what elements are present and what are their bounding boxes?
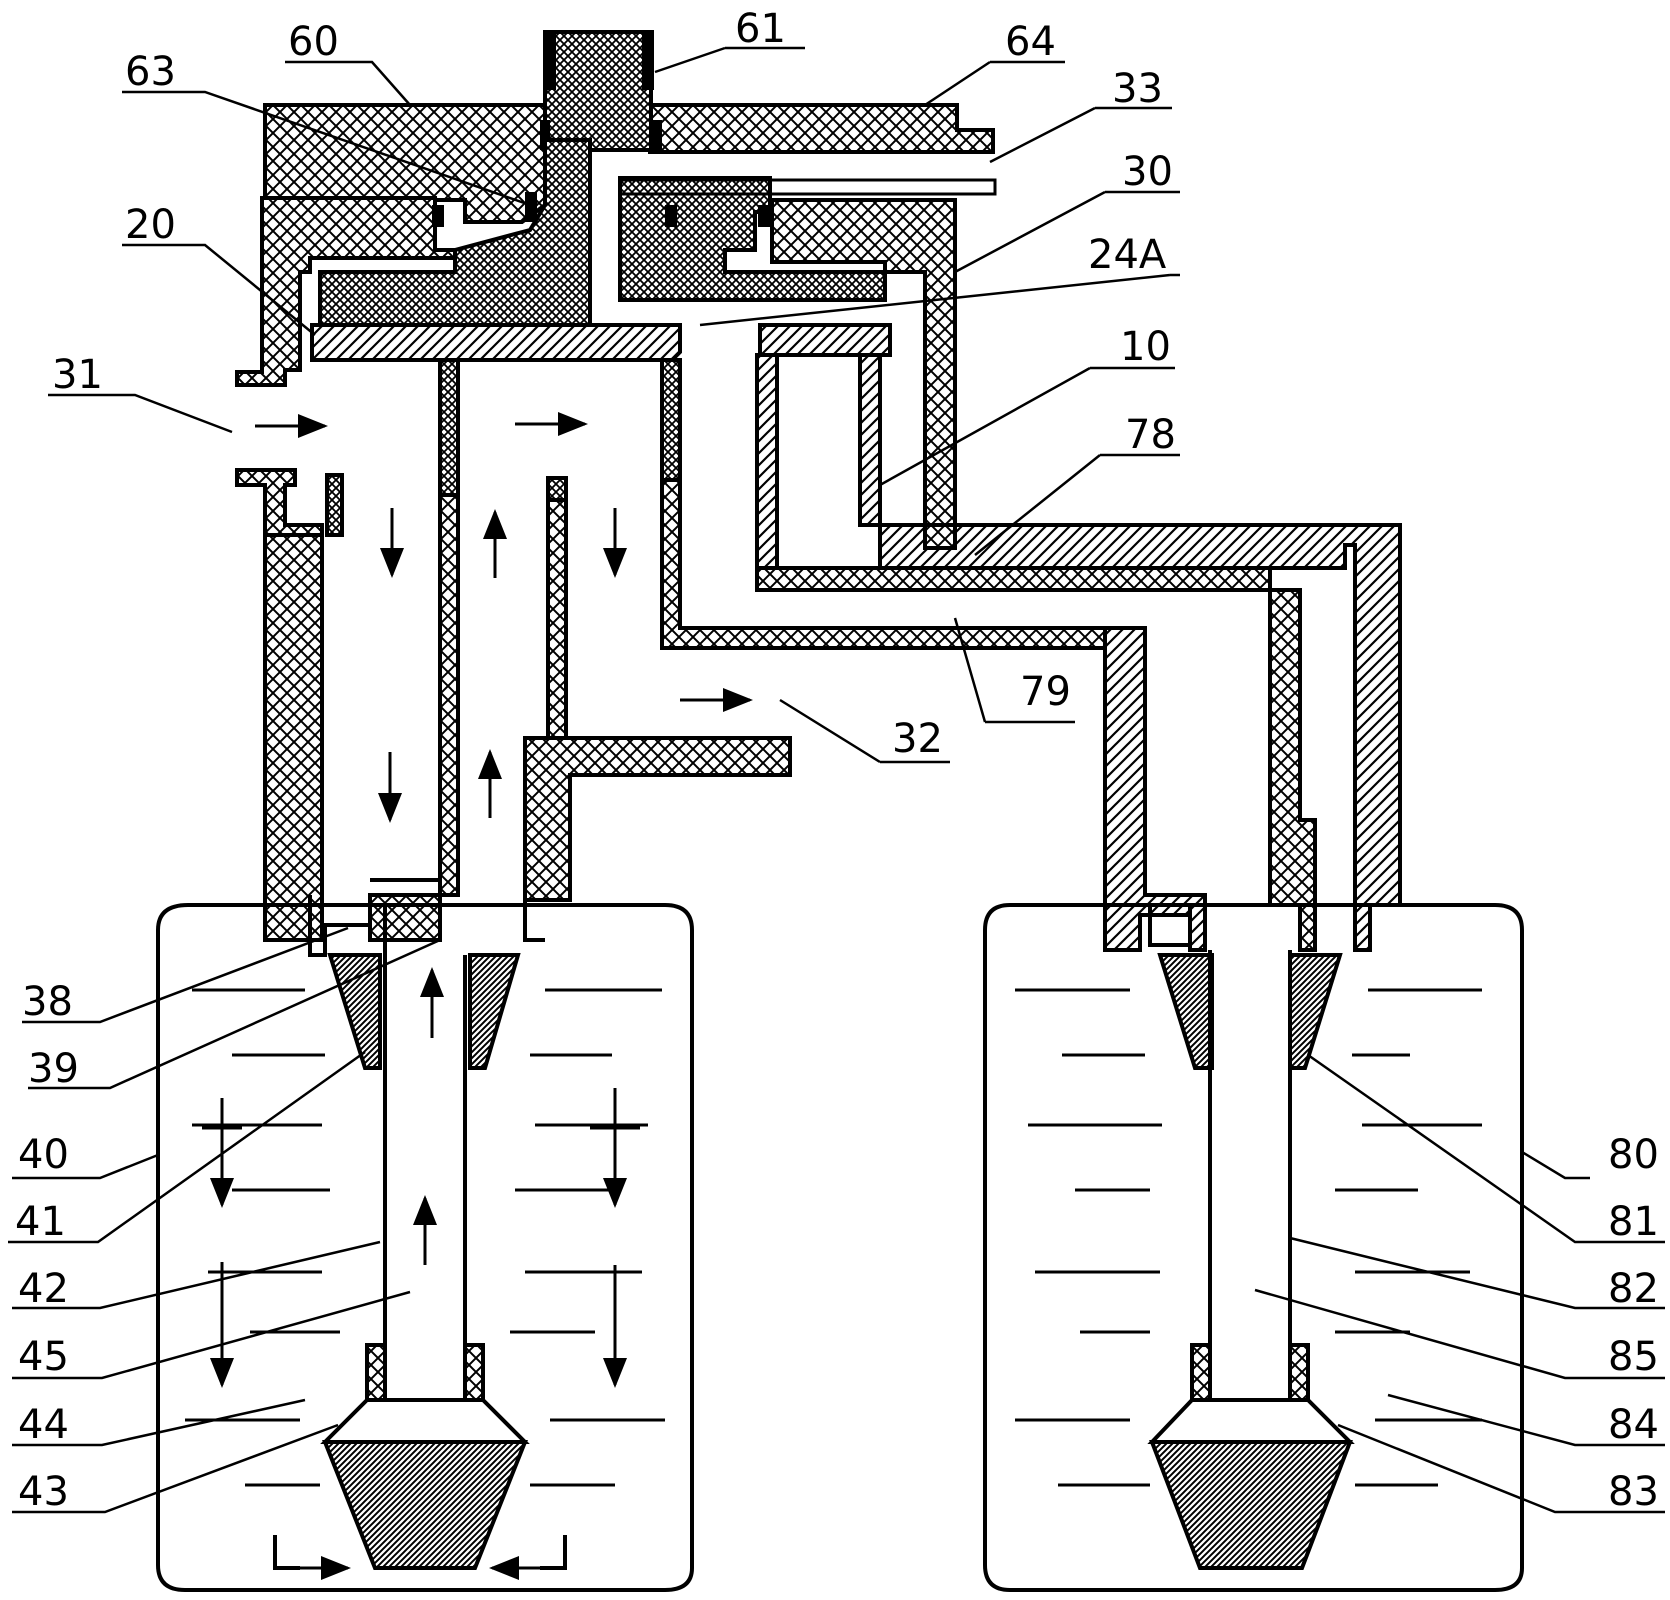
label-61: 61 <box>735 6 786 52</box>
label-40: 40 <box>18 1132 69 1178</box>
filter-sleeve-r-right <box>1288 1343 1310 1402</box>
left-outer-wall <box>263 533 324 942</box>
flow-arrow-icon <box>202 412 753 1580</box>
reference-labels: 60 61 64 63 33 30 20 24A 10 31 78 79 32 … <box>15 6 1659 1515</box>
label-63: 63 <box>125 49 176 95</box>
right-bottle-80 <box>983 903 1524 1592</box>
label-20: 20 <box>125 202 176 248</box>
dip-tube-42 <box>383 905 467 1400</box>
channel-right-wall <box>660 358 1147 650</box>
knob-61 <box>543 30 653 152</box>
center-wall-left-cap <box>438 358 460 497</box>
filter-sleeve-r-left <box>1190 1343 1212 1402</box>
funnel-81-right <box>1288 953 1343 1070</box>
diaphragm-20 <box>310 323 682 362</box>
housing-left-block <box>235 196 457 387</box>
label-78: 78 <box>1125 412 1176 458</box>
label-33: 33 <box>1112 66 1163 112</box>
center-wall-right-cap <box>546 476 568 502</box>
label-31: 31 <box>52 352 103 398</box>
left-bottle-outline <box>156 903 694 1592</box>
label-42: 42 <box>18 1266 69 1312</box>
housing-right-block-30 <box>770 198 957 527</box>
right-body <box>755 353 1402 1365</box>
label-39: 39 <box>28 1046 79 1092</box>
leader-lines <box>8 46 1665 1514</box>
housing-30-down <box>923 523 957 550</box>
label-41: 41 <box>15 1199 66 1245</box>
center-wall-right <box>546 476 568 740</box>
filter-43-body <box>322 1440 528 1570</box>
filter-sleeve-right <box>463 1343 485 1402</box>
label-30: 30 <box>1122 149 1173 195</box>
knob-seal-right <box>642 30 654 90</box>
label-10: 10 <box>1120 324 1171 370</box>
tube-10-left <box>755 353 779 570</box>
filter-83-cone-top <box>1147 1398 1355 1444</box>
label-79: 79 <box>1020 669 1071 715</box>
label-81: 81 <box>1608 1199 1659 1245</box>
filter-sleeve-left <box>365 1343 387 1402</box>
label-64: 64 <box>1005 19 1056 65</box>
seal-c <box>665 205 677 227</box>
knob-seal-mid-left <box>540 120 550 150</box>
center-flange-right <box>523 895 545 942</box>
filter-83-body <box>1149 1440 1353 1570</box>
label-24A: 24A <box>1088 232 1167 278</box>
seal-d <box>758 205 770 227</box>
label-32: 32 <box>892 716 943 762</box>
pipe-inner-diag <box>1103 626 1207 952</box>
seal-b <box>525 192 537 222</box>
bottom-return-path <box>273 1535 567 1570</box>
channel-right-wall-top <box>660 358 682 482</box>
funnel-41-right <box>468 953 521 1070</box>
label-84: 84 <box>1608 1402 1659 1448</box>
label-60: 60 <box>288 19 339 65</box>
label-45: 45 <box>18 1334 69 1380</box>
label-38: 38 <box>22 979 73 1025</box>
knob-seal-left <box>544 30 556 90</box>
label-43: 43 <box>18 1469 69 1515</box>
riser-82 <box>1208 950 1292 1365</box>
left-inner-wall-outline <box>370 360 442 882</box>
top-cap-assembly <box>235 30 997 527</box>
riser-82-tube <box>1208 955 1292 1400</box>
knob-seal-mid-right <box>652 120 662 150</box>
label-82: 82 <box>1608 1266 1659 1312</box>
diaphragm-24A <box>758 323 892 357</box>
label-80: 80 <box>1608 1132 1659 1178</box>
left-body <box>235 358 1147 957</box>
funnel-81-left <box>1157 953 1214 1070</box>
inlet-fin <box>325 473 344 537</box>
center-flange <box>308 895 372 957</box>
outlet-32-tube <box>523 736 792 902</box>
right-bottle-outline <box>983 903 1524 1592</box>
label-85: 85 <box>1608 1334 1659 1380</box>
funnel-41-left <box>327 953 382 1070</box>
left-bottle-40 <box>156 903 694 1592</box>
label-83: 83 <box>1608 1469 1659 1515</box>
tube-10-right <box>858 353 882 527</box>
cap-arm-64 <box>638 103 995 154</box>
label-44: 44 <box>18 1402 69 1448</box>
spindle-left <box>318 138 592 327</box>
filter-43-cone-top <box>320 1398 530 1444</box>
seal-a <box>432 205 444 227</box>
plate-33 <box>618 178 997 196</box>
pipe-79-band <box>755 566 1317 952</box>
